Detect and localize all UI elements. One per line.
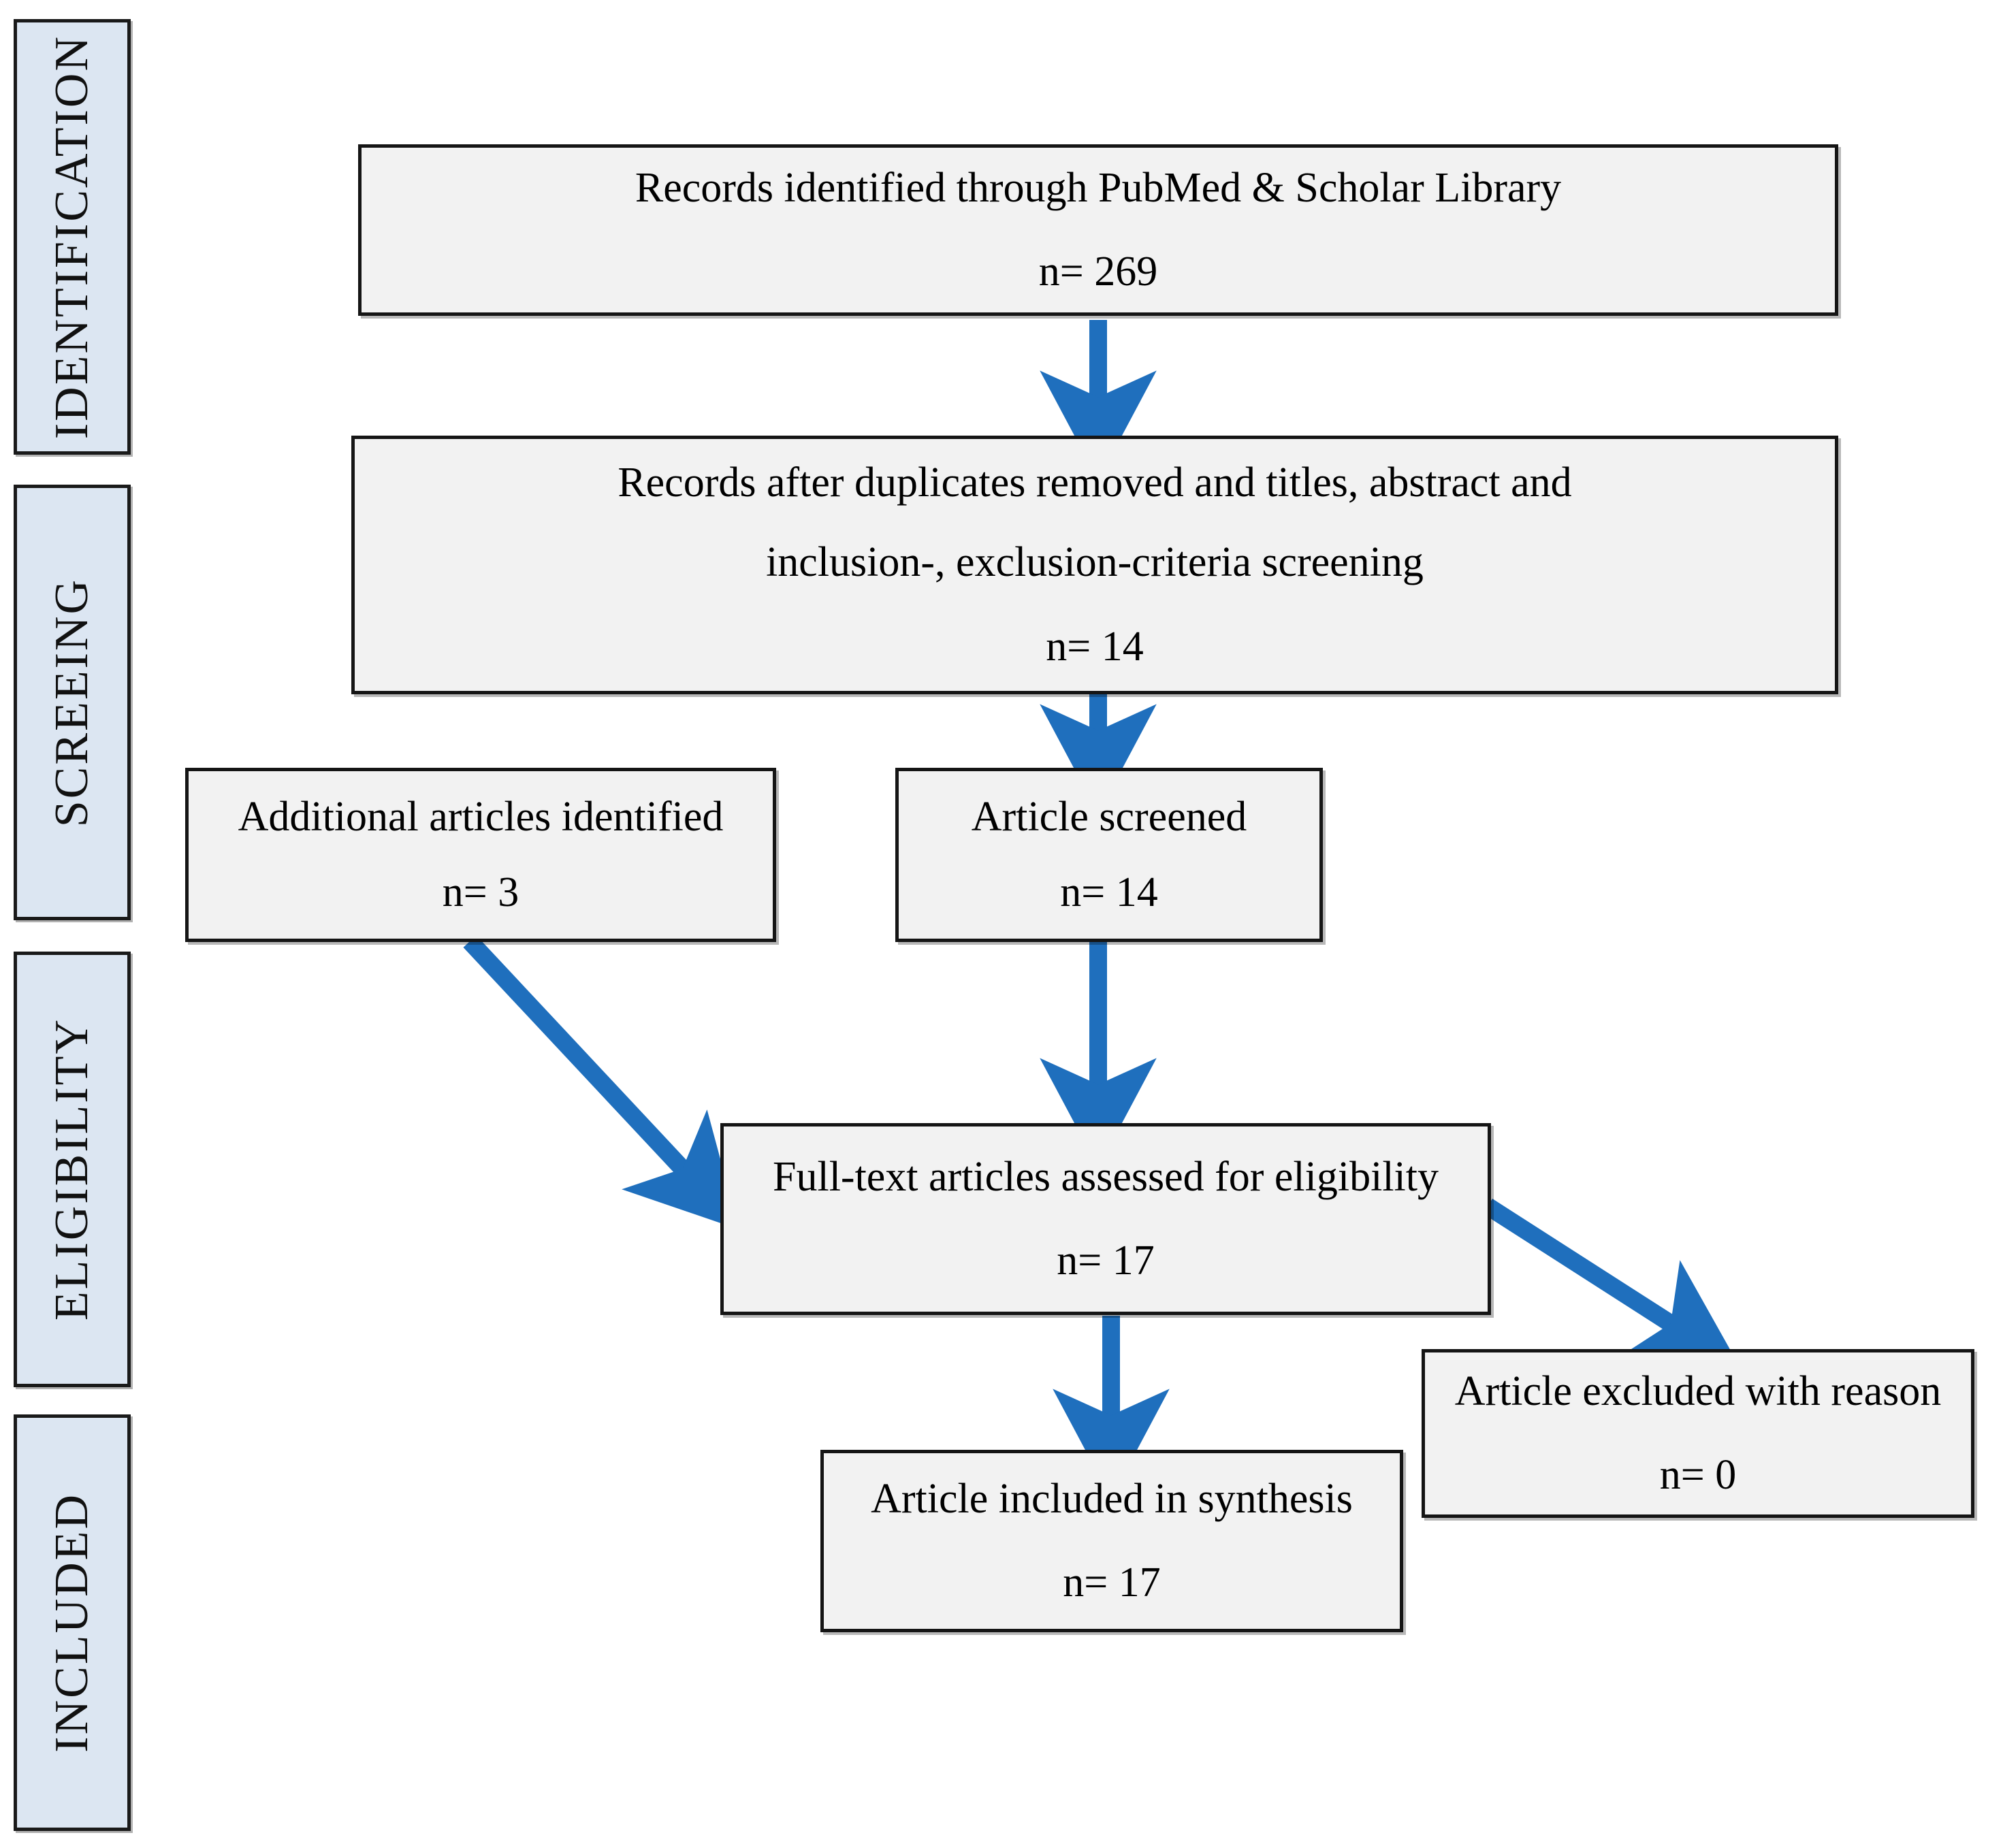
arrow-eligibility-to-excluded [1482, 1199, 1741, 1369]
box-title: Article included in synthesis [871, 1475, 1353, 1522]
box-count: n= 269 [1038, 248, 1158, 295]
box-article-screened: Article screened n= 14 [895, 768, 1323, 942]
box-article-excluded: Article excluded with reason n= 0 [1422, 1349, 1974, 1518]
box-article-included: Article included in synthesis n= 17 [820, 1450, 1403, 1632]
box-title: Records identified through PubMed & Scho… [635, 164, 1562, 211]
box-additional-articles: Additional articles identified n= 3 [185, 768, 776, 942]
box-title-line-1: Records after duplicates removed and tit… [618, 459, 1572, 506]
phase-label-text: SCREEING [46, 577, 98, 828]
box-fulltext-eligibility: Full-text articles assessed for eligibil… [720, 1123, 1491, 1315]
box-title: Additional articles identified [238, 793, 724, 840]
phase-label-text: ELIGIBILITY [46, 1018, 98, 1321]
box-count: n= 3 [442, 869, 519, 915]
box-title: Article excluded with reason [1454, 1367, 1942, 1414]
box-count: n= 14 [1046, 623, 1144, 670]
box-records-after-duplicates: Records after duplicates removed and tit… [351, 436, 1838, 694]
phase-label-identification: IDENTIFICATION [14, 19, 131, 455]
box-title: Article screened [971, 793, 1247, 840]
arrow-additional-to-eligibility [463, 935, 739, 1230]
box-title: Full-text articles assessed for eligibil… [772, 1153, 1439, 1200]
box-count: n= 17 [1063, 1559, 1161, 1606]
phase-label-eligibility: ELIGIBILITY [14, 952, 131, 1387]
box-records-identified: Records identified through PubMed & Scho… [358, 144, 1838, 316]
phase-label-included: INCLUDED [14, 1414, 131, 1831]
box-count: n= 14 [1060, 869, 1158, 915]
box-count: n= 0 [1659, 1452, 1737, 1498]
phase-label-text: INCLUDED [46, 1493, 98, 1753]
phase-label-text: IDENTIFICATION [46, 34, 98, 440]
box-title-line-2: inclusion-, exclusion-criteria screening [766, 539, 1424, 586]
box-count: n= 17 [1057, 1237, 1155, 1284]
phase-label-screening: SCREEING [14, 485, 131, 920]
